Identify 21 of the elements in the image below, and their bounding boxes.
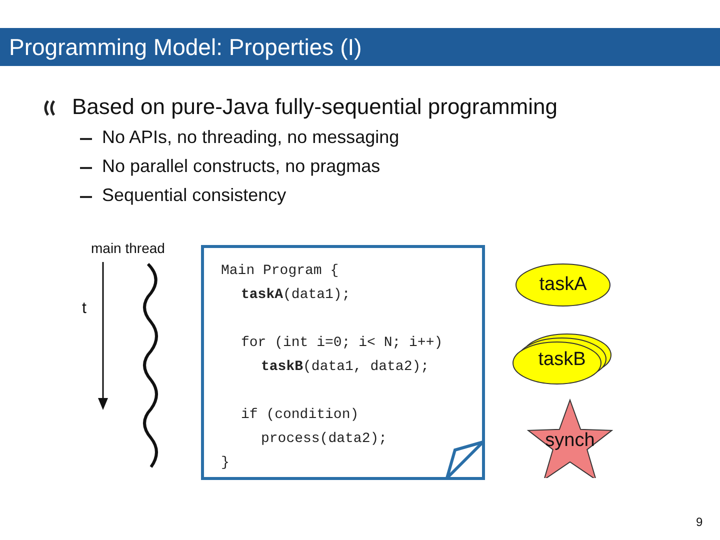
code-line: taskA(data1); [241, 287, 350, 303]
node-label: synch [544, 430, 596, 452]
node-label: taskA [538, 274, 588, 296]
code-box [201, 245, 485, 480]
bullet-text: No parallel constructs, no pragmas [102, 156, 380, 177]
code-line: process(data2); [261, 431, 388, 447]
axis-label: t [82, 300, 86, 318]
bullet-text: Based on pure-Java fully-sequential programming [72, 94, 558, 120]
code-line: taskB(data1, data2); [261, 359, 430, 375]
axis-label: main thread [91, 240, 165, 256]
code-line: if (condition) [241, 407, 359, 423]
bullet-text: No APIs, no threading, no messaging [102, 127, 400, 148]
task-ellipse [515, 263, 611, 307]
page-number: 9 [696, 515, 703, 529]
code-line: Main Program { [221, 263, 339, 279]
code-line: for (int i=0; i< N; i++) [241, 335, 443, 351]
title-bar: Programming Model: Properties (I) [0, 28, 720, 66]
node-label: taskB [537, 349, 587, 371]
bullet-text: Sequential consistency [102, 185, 286, 206]
task-ellipse [512, 333, 612, 385]
code-line: } [221, 455, 230, 471]
